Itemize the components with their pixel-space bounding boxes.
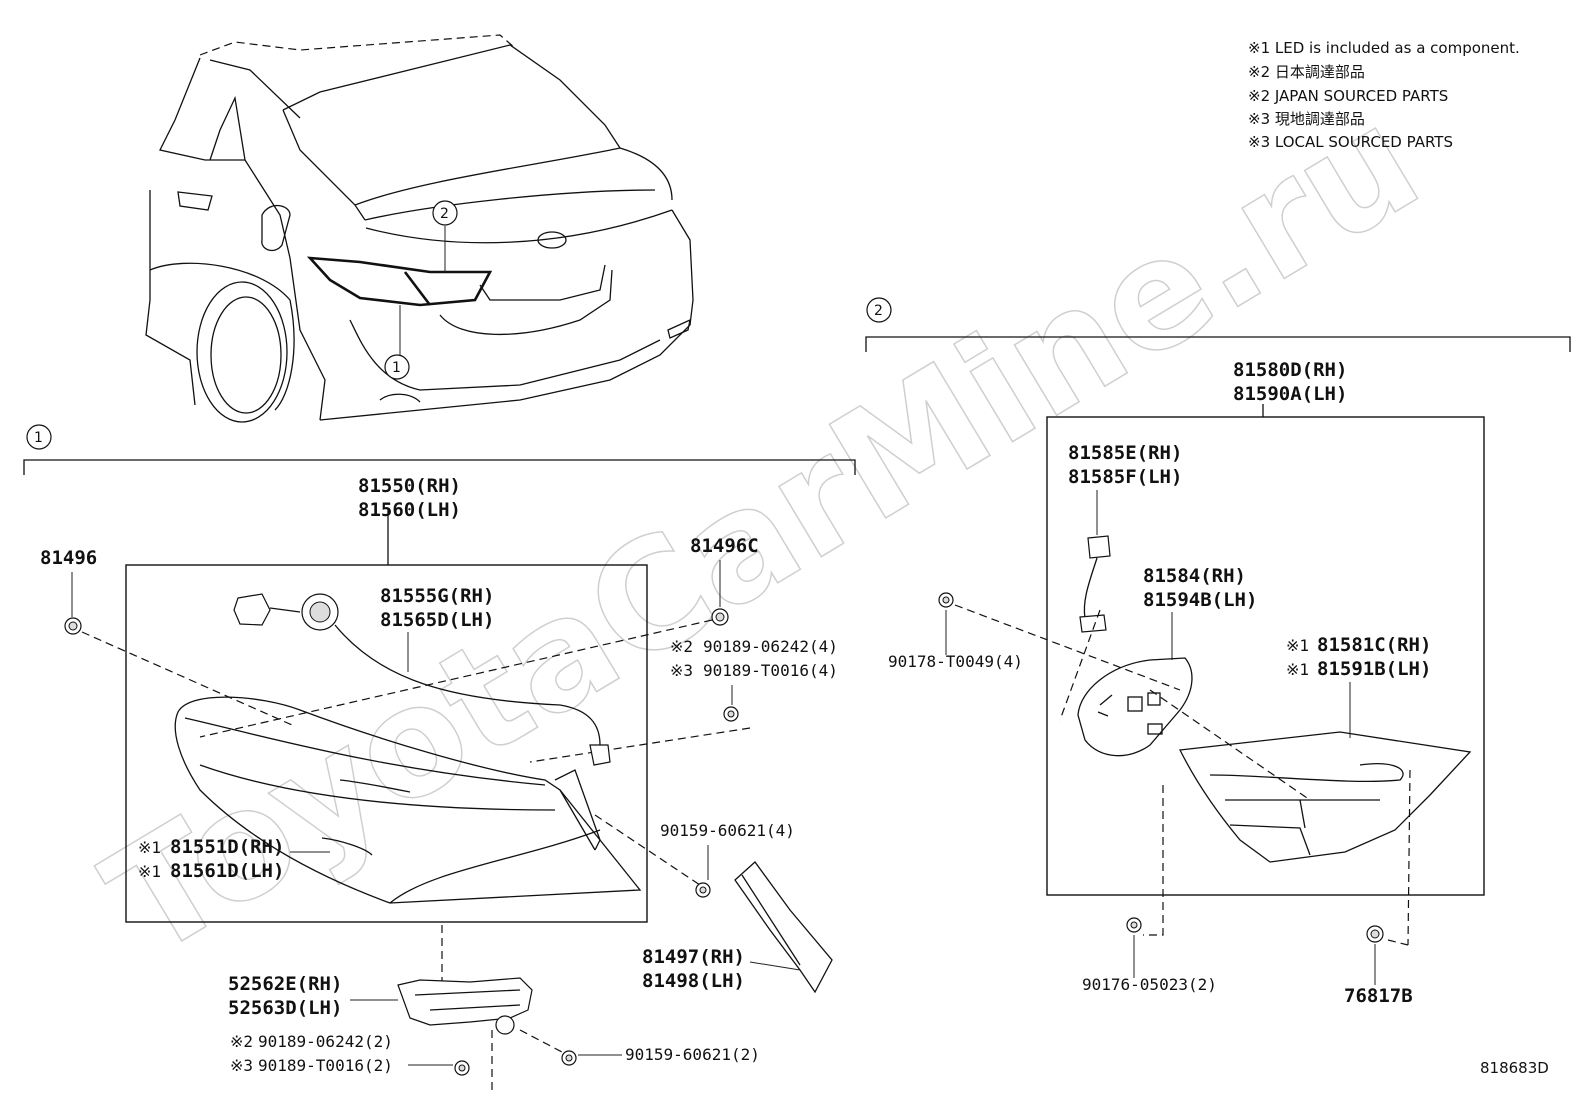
label-81594b-lh: 81594B(LH)	[1143, 589, 1257, 611]
socket-81585e-part	[1079, 535, 1111, 633]
mark-local-nut-2: ※3	[230, 1056, 253, 1075]
label-81585f-lh: 81585F(LH)	[1068, 466, 1182, 488]
section-1-bracket: 1	[23, 424, 856, 565]
clip-81496c-part	[711, 608, 729, 626]
label-81580d-rh: 81580D(RH)	[1233, 359, 1347, 381]
label-81581c-rh: 81581C(RH)	[1317, 634, 1431, 656]
label-81496c: 81496C	[690, 535, 759, 557]
label-90178-t0049-4: 90178-T0049(4)	[888, 652, 1023, 671]
note-local-jp: ※3 現地調達部品	[1248, 110, 1365, 128]
label-81585e-rh: 81585E(RH)	[1068, 442, 1182, 464]
mark-local-nut: ※3	[670, 661, 693, 680]
label-81591b-lh: 81591B(LH)	[1317, 658, 1431, 680]
label-52562e-rh: 52562E(RH)	[228, 973, 342, 995]
screw-lower-part	[561, 1050, 577, 1066]
clip-76817b-part	[1366, 925, 1384, 943]
label-90189-t0016-2: 90189-T0016(2)	[258, 1056, 393, 1075]
label-90159-60621-4: 90159-60621(4)	[660, 821, 795, 840]
mark-led-81551d: ※1	[138, 838, 161, 857]
note-led: ※1 LED is included as a component.	[1248, 39, 1520, 57]
section-2-callout: 2	[874, 303, 883, 319]
mark-led-81591b: ※1	[1286, 660, 1309, 679]
car-callout-1: 1	[392, 360, 401, 376]
section-2-bracket: 2	[865, 297, 1571, 417]
section-1-callout: 1	[34, 430, 43, 446]
note-japan-jp: ※2 日本調達部品	[1248, 63, 1365, 81]
cover-81497-part	[734, 861, 833, 994]
label-52563d-lh: 52563D(LH)	[228, 997, 342, 1019]
car-illustration: 2 1	[145, 34, 694, 423]
label-81560-lh: 81560(LH)	[358, 499, 461, 521]
label-90176-05023-2: 90176-05023(2)	[1082, 975, 1217, 994]
mark-led-81581c: ※1	[1286, 636, 1309, 655]
note-local-en: ※3 LOCAL SOURCED PARTS	[1248, 133, 1453, 151]
label-76817b: 76817B	[1344, 985, 1413, 1007]
label-90189-06242-2: 90189-06242(2)	[258, 1032, 393, 1051]
inner-lens-81581c-part	[1179, 731, 1472, 863]
note-japan-en: ※2 JAPAN SOURCED PARTS	[1248, 87, 1448, 105]
label-81565d-lh: 81565D(LH)	[380, 609, 494, 631]
label-81584-rh: 81584(RH)	[1143, 565, 1246, 587]
mark-jp-nut-2: ※2	[230, 1032, 253, 1051]
label-81496: 81496	[40, 547, 97, 569]
label-81497-rh: 81497(RH)	[642, 946, 745, 968]
label-81590a-lh: 81590A(LH)	[1233, 383, 1347, 405]
label-81550-rh: 81550(RH)	[358, 475, 461, 497]
nut-90176-part	[1126, 917, 1142, 933]
right-assembly-box	[1046, 416, 1485, 896]
label-90189-06242-4: 90189-06242(4)	[703, 637, 838, 656]
gasket-81496-part	[64, 617, 82, 635]
screw-90159-part	[695, 882, 711, 898]
label-81561d-lh: 81561D(LH)	[170, 860, 284, 882]
bracket-52562e-part	[397, 977, 533, 1035]
notes-legend: ※1 LED is included as a component. ※2 日本…	[1248, 39, 1520, 151]
label-90159-60621-2: 90159-60621(2)	[625, 1045, 760, 1064]
label-81555g-rh: 81555G(RH)	[380, 585, 494, 607]
mark-jp-nut: ※2	[670, 637, 693, 656]
diagram-id: 818683D	[1480, 1059, 1549, 1077]
label-81551d-rh: 81551D(RH)	[170, 836, 284, 858]
nut-90178-part	[938, 592, 954, 608]
car-callout-2: 2	[440, 206, 449, 222]
nut-90189-part	[723, 706, 739, 722]
tail-lamp-lens-left	[174, 696, 642, 904]
label-81498-lh: 81498(LH)	[642, 970, 745, 992]
socket-81555g-part	[233, 593, 611, 766]
label-90189-t0016-4: 90189-T0016(4)	[703, 661, 838, 680]
nut-lower-part	[454, 1060, 470, 1076]
mark-led-81561d: ※1	[138, 862, 161, 881]
